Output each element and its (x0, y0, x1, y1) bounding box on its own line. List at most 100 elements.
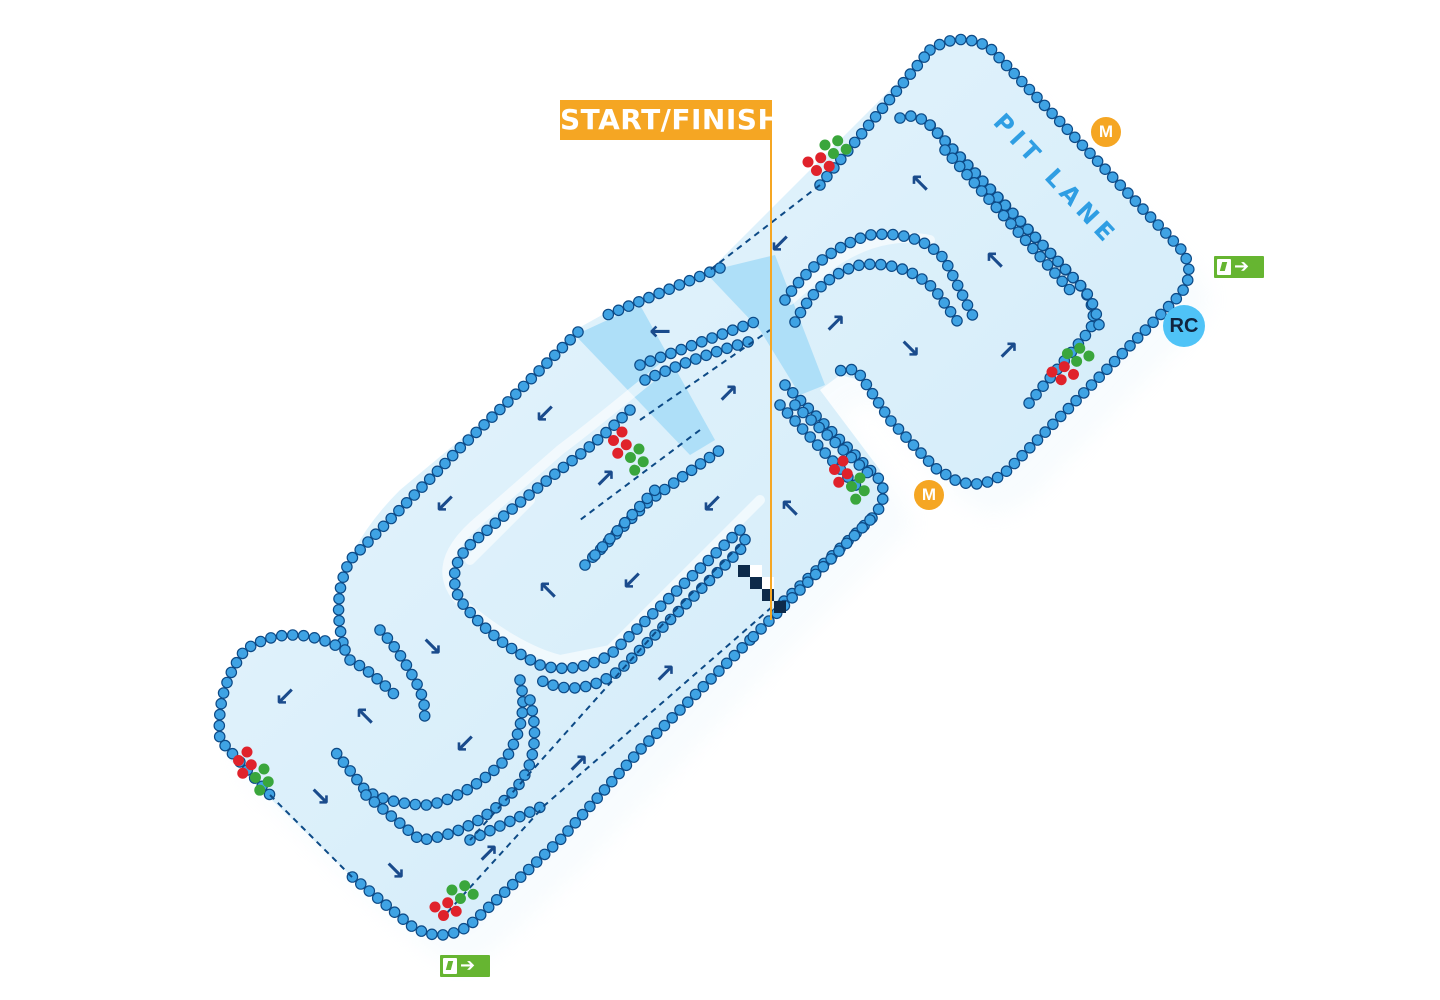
direction-arrow-icon: ↘ (384, 857, 406, 887)
light (854, 472, 866, 484)
curb-dot (861, 466, 874, 479)
curb-dot (388, 906, 401, 918)
curb-dot (411, 678, 423, 691)
curb-dot (951, 314, 963, 327)
curb-dot (308, 631, 321, 644)
curb-dot (624, 404, 636, 416)
curb-dot (490, 893, 503, 906)
curb-dot (959, 477, 972, 489)
curb-dot (540, 475, 552, 487)
light (459, 880, 471, 892)
curb-dot (685, 464, 698, 477)
curb-dot (244, 640, 257, 653)
curb-dot (944, 35, 956, 47)
curb-dot (506, 878, 519, 891)
curb-dot (821, 429, 833, 441)
curb-dot (462, 819, 475, 832)
curb-dot (938, 297, 950, 309)
curb-dot (426, 928, 438, 941)
curb-dot (1129, 195, 1142, 207)
curb-dot (663, 283, 675, 295)
curb-dot (1090, 308, 1103, 320)
curb-dot (405, 920, 418, 932)
curb-dot (446, 449, 459, 462)
curb-dot (516, 706, 529, 719)
curb-dot (1183, 263, 1195, 276)
curb-dot (533, 365, 545, 377)
curb-dot (654, 351, 667, 364)
light (467, 888, 479, 900)
curb-dot (635, 743, 647, 755)
curb-dot (658, 483, 671, 496)
curb-dot (900, 431, 912, 443)
curb-dot (431, 465, 444, 478)
curb-dot (634, 359, 646, 371)
curb-dot (486, 411, 498, 423)
curb-dot (837, 444, 849, 456)
light (245, 759, 257, 771)
light (845, 480, 857, 492)
curb-dot (572, 326, 584, 338)
curb-dot (464, 606, 476, 619)
curb-dot (502, 748, 515, 760)
curb-dot (673, 279, 686, 291)
curb-dot (694, 562, 707, 574)
curb-dot (860, 378, 873, 391)
curb-dot (584, 800, 596, 813)
curb-dot (931, 288, 944, 300)
light (837, 455, 849, 467)
curb-dot (931, 127, 944, 139)
curb-dot (494, 820, 506, 832)
curb-dot (494, 403, 506, 416)
curb-dot (991, 471, 1004, 484)
direction-arrow-icon: ↗ (997, 337, 1019, 367)
curb-dot (522, 863, 535, 876)
curb-dot (805, 414, 817, 426)
direction-arrow-icon: ↙ (621, 567, 643, 597)
curb-dot (530, 856, 543, 868)
direction-arrow-icon: ↗ (594, 465, 616, 495)
curb-dot (534, 659, 546, 671)
curb-dot (528, 726, 541, 739)
curb-dot (415, 688, 428, 701)
light (454, 893, 466, 905)
curb-dot (562, 825, 574, 837)
curb-dot (883, 93, 896, 106)
curb-dot (330, 747, 343, 760)
curb-dot (825, 247, 837, 260)
curb-dot (924, 279, 937, 292)
curb-dot (344, 765, 356, 777)
curb-dot (657, 621, 669, 633)
curb-dot (447, 927, 460, 939)
curb-dot (639, 615, 651, 628)
curb-dot (514, 717, 527, 730)
curb-dot (502, 396, 514, 408)
curb-dot (694, 458, 707, 470)
curb-dot (819, 447, 831, 459)
light (254, 784, 266, 796)
light (258, 763, 270, 775)
curb-dot (800, 297, 813, 310)
curb-dot (648, 484, 661, 497)
curb-dot (970, 478, 983, 490)
curb-dot (470, 426, 482, 439)
curb-dot (615, 638, 627, 651)
curb-dot (866, 387, 879, 400)
curb-dot (474, 909, 487, 921)
curb-dot (700, 349, 712, 362)
curb-dot (596, 541, 609, 553)
light (815, 152, 827, 164)
curb-dot (1084, 147, 1096, 160)
curb-dot (623, 630, 635, 643)
light (237, 767, 249, 779)
curb-dot (1038, 99, 1051, 112)
curb-dot (961, 168, 973, 181)
curb-dot (221, 676, 233, 689)
curb-dot (981, 476, 994, 488)
curb-dot (406, 668, 418, 681)
curb-dot (360, 789, 372, 801)
curb-dot (275, 629, 288, 642)
curb-dot (872, 472, 885, 485)
curb-dot (953, 160, 966, 173)
curb-dot (961, 299, 974, 311)
